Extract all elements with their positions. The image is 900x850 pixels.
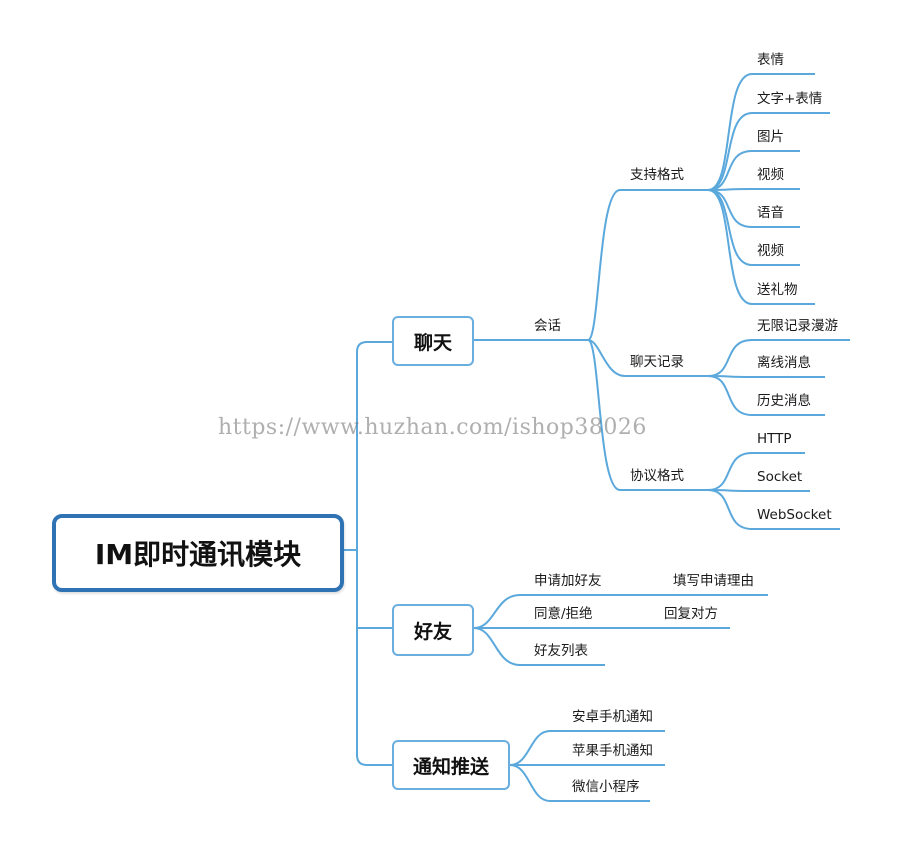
node-protocol[interactable]: 协议格式 bbox=[630, 468, 684, 484]
node-push-label: 通知推送 bbox=[412, 755, 489, 778]
node-protocol-websocket[interactable]: WebSocket bbox=[757, 507, 832, 523]
node-push-android[interactable]: 安卓手机通知 bbox=[572, 709, 653, 725]
node-friend-agree[interactable]: 同意/拒绝 bbox=[534, 606, 593, 622]
node-history-roam[interactable]: 无限记录漫游 bbox=[757, 318, 838, 334]
node-history[interactable]: 聊天记录 bbox=[630, 354, 684, 370]
node-friends[interactable]: 好友 bbox=[392, 604, 474, 656]
node-protocol-http[interactable]: HTTP bbox=[757, 431, 792, 447]
node-history-past[interactable]: 历史消息 bbox=[757, 393, 811, 409]
node-format-gift[interactable]: 送礼物 bbox=[757, 282, 798, 298]
node-format-video-1[interactable]: 视频 bbox=[757, 167, 784, 183]
node-friend-reply[interactable]: 回复对方 bbox=[664, 606, 718, 622]
node-format-emoji[interactable]: 表情 bbox=[757, 52, 784, 68]
node-friends-label: 好友 bbox=[413, 620, 452, 643]
node-formats[interactable]: 支持格式 bbox=[630, 167, 684, 183]
node-format-text-emoji[interactable]: 文字+表情 bbox=[757, 91, 823, 107]
root-node-label: IM即时通讯模块 bbox=[94, 538, 302, 571]
node-history-offline[interactable]: 离线消息 bbox=[757, 355, 811, 371]
node-friend-apply[interactable]: 申请加好友 bbox=[534, 573, 602, 589]
watermark-text: https://www.huzhan.com/ishop38026 bbox=[218, 415, 647, 440]
node-chat-label: 聊天 bbox=[413, 331, 452, 354]
node-format-video-2[interactable]: 视频 bbox=[757, 243, 784, 259]
node-friend-apply-reason[interactable]: 填写申请理由 bbox=[673, 573, 754, 589]
node-protocol-socket[interactable]: Socket bbox=[757, 469, 803, 485]
root-node[interactable]: IM即时通讯模块 bbox=[52, 514, 344, 592]
node-format-image[interactable]: 图片 bbox=[757, 129, 784, 145]
node-format-voice[interactable]: 语音 bbox=[757, 205, 784, 221]
node-chat[interactable]: 聊天 bbox=[392, 316, 474, 366]
node-push-apple[interactable]: 苹果手机通知 bbox=[572, 743, 653, 759]
node-push-wechat[interactable]: 微信小程序 bbox=[572, 779, 640, 795]
node-push[interactable]: 通知推送 bbox=[392, 740, 510, 790]
node-session[interactable]: 会话 bbox=[534, 318, 561, 334]
node-friend-list[interactable]: 好友列表 bbox=[534, 643, 588, 659]
